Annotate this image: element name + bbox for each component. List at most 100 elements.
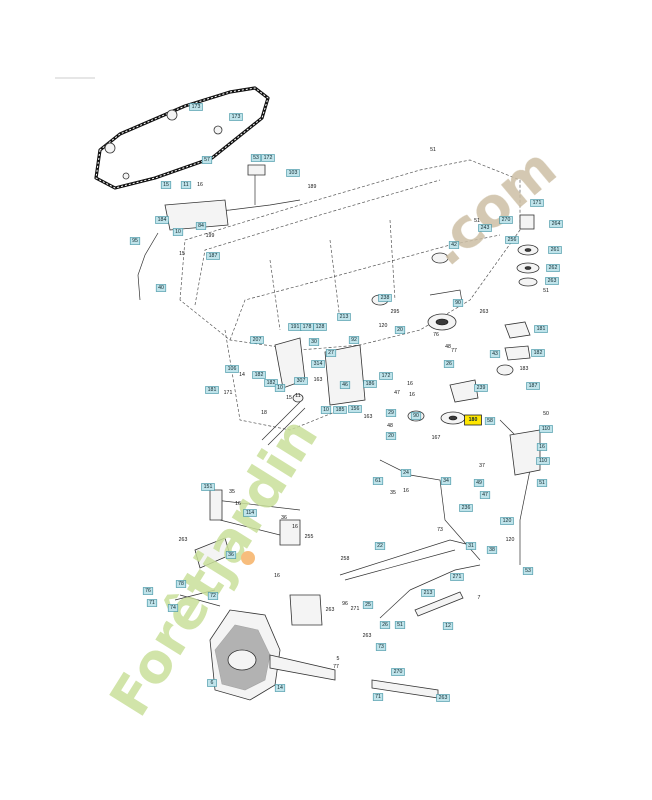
callout-number: 48 [387,423,393,429]
callout-number: 207 [253,337,262,343]
callout-number: 120 [379,323,388,329]
callout-172: 172 [379,372,393,380]
watermark: Forêtjardin .com [98,136,569,727]
callout-307: 307 [294,377,308,385]
callout-number: 11 [295,393,300,399]
watermark-text-suffix: .com [416,136,568,278]
callout-number: 26 [382,622,388,628]
callout-number: 103 [289,170,298,176]
callout-51: 51 [474,218,480,224]
callout-73: 73 [375,643,387,651]
callout-number: 171 [224,390,233,396]
callout-31: 31 [465,542,477,550]
callout-number: 16 [235,501,241,507]
callout-number: 51 [397,622,403,628]
callout-number: 270 [502,217,511,223]
callout-number: 182 [255,372,264,378]
callout-295: 295 [391,309,400,315]
callout-15: 15 [286,395,292,401]
callout-number: 184 [158,217,167,223]
callout-90: 90 [410,412,422,420]
callout-263: 263 [179,537,188,543]
callout-37: 37 [479,463,485,469]
callout-number: 11 [183,182,188,188]
callout-10: 10 [320,406,332,414]
callout-271: 271 [351,606,360,612]
callout-number: 24 [403,470,409,476]
callout-10: 10 [274,384,286,392]
callout-number: 29 [388,410,394,416]
callout-239: 239 [474,384,488,392]
callout-213: 213 [337,313,351,321]
callout-number: 49 [476,480,482,486]
callout-53: 53 [522,567,534,575]
callout-171: 171 [224,390,233,396]
callout-number: 110 [539,458,547,464]
callout-number: 71 [375,694,381,700]
callout-number: 78 [178,581,184,587]
callout-number: 263 [179,537,188,543]
callout-26: 26 [379,621,391,629]
callout-number: 263 [480,309,489,315]
callout-263: 263 [436,694,450,702]
callout-271: 271 [450,573,464,581]
callout-number: 16 [539,444,545,450]
callout-number: 172 [382,373,391,379]
callout-16: 16 [409,392,415,398]
callout-number: 51 [543,288,549,294]
transaxle [174,537,336,701]
callout-number: 51 [539,480,545,486]
callout-151: 151 [201,483,215,491]
callout-number: 58 [487,418,493,424]
callout-71: 71 [146,599,158,607]
callout-number: 213 [340,314,349,320]
callout-38: 38 [486,546,498,554]
callout-77: 77 [451,348,457,354]
callout-number: 213 [424,590,433,596]
callout-number: 46 [342,382,348,388]
callout-number: 114 [246,510,254,516]
callout-number: 16 [197,182,203,188]
callout-number: 38 [489,547,495,553]
callout-number: 57 [204,157,210,163]
callout-number: 189 [308,184,317,190]
callout-16: 16 [197,182,203,188]
callout-number: 16 [274,573,280,579]
callout-number: 73 [378,644,384,650]
callout-96: 96 [342,601,348,607]
callout-number: 43 [492,351,498,357]
callout-number: 128 [316,324,325,330]
callout-number: 47 [394,390,400,396]
callout-number: 18 [261,410,267,416]
callout-114: 114 [243,509,257,517]
callout-46: 46 [339,381,351,389]
callout-181: 181 [205,386,219,394]
callout-number: 236 [462,505,471,511]
callout-number: 51 [474,218,480,224]
callout-103: 103 [286,169,300,177]
callout-182: 182 [252,371,266,379]
callout-number: 72 [210,593,216,599]
callout-number: 37 [479,463,485,469]
callout-36: 36 [225,551,237,559]
callout-84: 84 [195,222,207,230]
callout-number: 22 [377,543,383,549]
callout-number: 182 [534,350,543,356]
callout-50: 50 [543,411,549,417]
callout-number: 171 [533,200,542,206]
callout-95: 95 [129,237,141,245]
callout-number: 151 [204,484,213,490]
callout-number: 10 [175,229,181,235]
callout-number: 256 [508,237,517,243]
callout-71: 71 [372,693,384,701]
callout-16: 16 [403,488,409,494]
callout-189: 189 [308,184,317,190]
callout-number: 307 [297,378,306,384]
callout-262: 262 [546,264,560,272]
callout-25: 25 [362,601,374,609]
callout-number: 239 [477,385,486,391]
callout-191: 191 [288,323,302,331]
callout-184: 184 [155,216,169,224]
callout-213: 213 [421,589,435,597]
callout-number: 163 [314,377,323,383]
